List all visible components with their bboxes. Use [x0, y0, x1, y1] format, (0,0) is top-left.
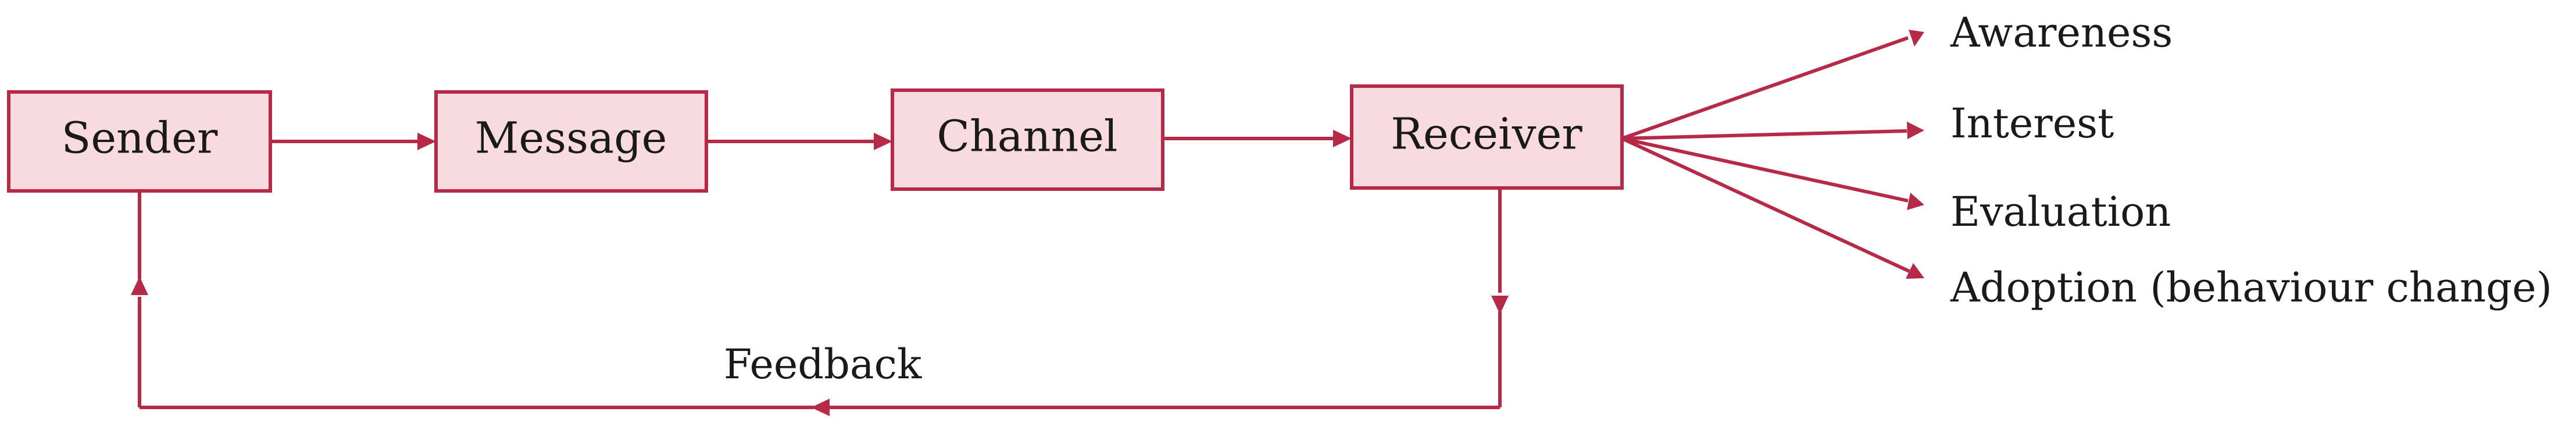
outcome-awareness: Awareness: [1950, 9, 2173, 56]
outcome-evaluation: Evaluation: [1950, 188, 2171, 236]
sender-box: Sender: [7, 90, 272, 193]
outcome-arrows: [1621, 30, 1924, 279]
feedback-loop: [131, 188, 1509, 416]
channel-label: Channel: [937, 111, 1117, 161]
feedback-label: Feedback: [724, 340, 922, 388]
receiver-label: Receiver: [1391, 109, 1582, 159]
outcome-interest: Interest: [1950, 100, 2114, 147]
receiver-box: Receiver: [1350, 84, 1624, 190]
arrow-to-adoption: [1621, 137, 1924, 279]
arrow-to-interest: [1621, 122, 1924, 140]
sender-label: Sender: [62, 113, 218, 163]
channel-box: Channel: [891, 88, 1164, 191]
connector-message-channel: [706, 133, 892, 150]
message-label: Message: [475, 113, 667, 163]
arrow-to-evaluation: [1621, 137, 1924, 210]
message-box: Message: [434, 90, 708, 193]
connector-sender-message: [270, 133, 436, 150]
outcome-adoption: Adoption (behaviour change): [1950, 264, 2552, 311]
connector-channel-receiver: [1163, 130, 1352, 147]
arrow-to-awareness: [1621, 30, 1924, 140]
